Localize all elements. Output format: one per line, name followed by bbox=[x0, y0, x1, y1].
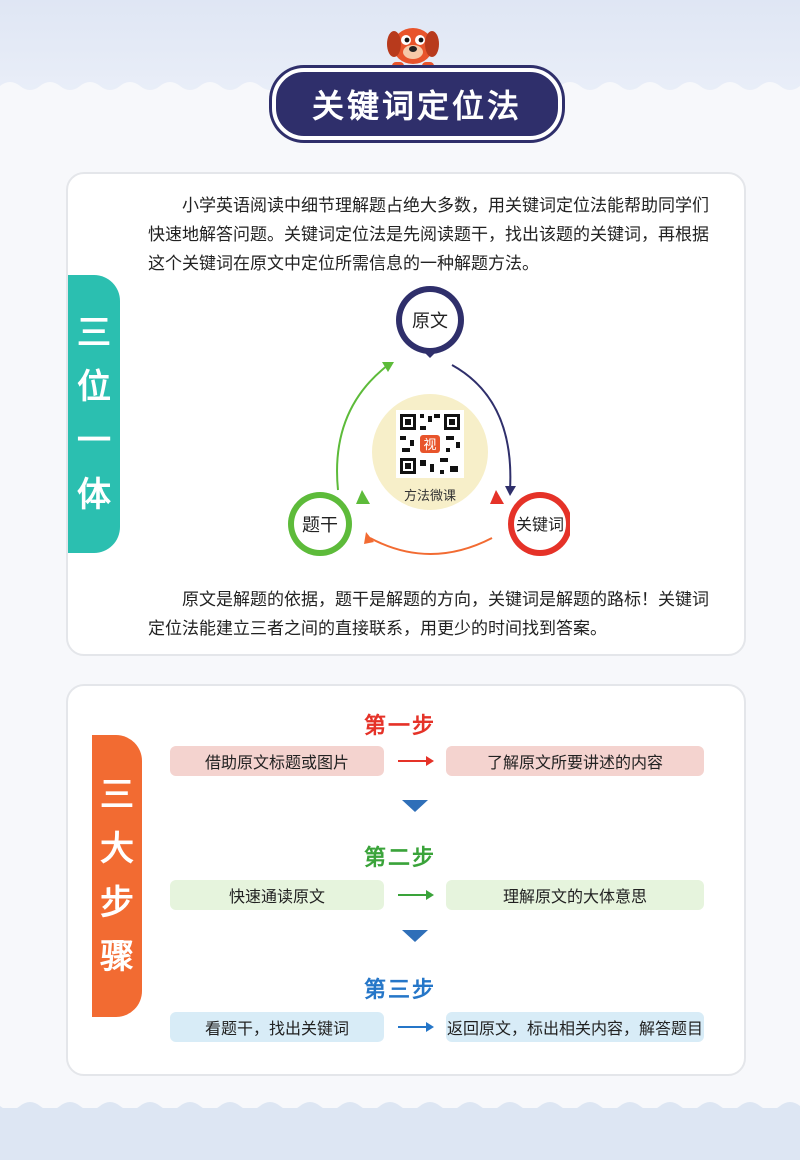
video-badge-icon bbox=[420, 435, 440, 453]
tab-char: 骤 bbox=[100, 937, 134, 977]
summary-paragraph: 原文是解题的依据，题干是解题的方向，关键词是解题的路标！关键词定位法能建立三者之… bbox=[148, 590, 709, 639]
tab-char: 体 bbox=[77, 475, 111, 515]
arrow-down-icon bbox=[402, 800, 428, 812]
step-2-action: 快速通读原文 bbox=[170, 880, 384, 910]
step-1-title: 第一步 bbox=[363, 714, 436, 739]
side-tab-three-steps: 三 大 步 骤 bbox=[92, 735, 142, 1017]
step-3-title: 第三步 bbox=[363, 978, 436, 1003]
tab-char: 一 bbox=[77, 421, 111, 461]
arrow-right-icon bbox=[398, 890, 434, 900]
arc-bottom bbox=[369, 537, 493, 555]
dog-mascot-icon bbox=[387, 28, 439, 72]
node-keyword-label: 关键词 bbox=[516, 515, 564, 534]
node-original-label: 原文 bbox=[412, 311, 448, 332]
step-2-title: 第二步 bbox=[363, 846, 436, 871]
three-element-diagram: 视 方法微课 原文 题干 关键词 bbox=[288, 286, 570, 556]
node-stem-label: 题干 bbox=[302, 515, 338, 536]
center-label: 方法微课 bbox=[404, 488, 456, 504]
intro-paragraph: 小学英语阅读中细节理解题占绝大多数，用关键词定位法能帮助同学们快速地解答问题。关… bbox=[148, 196, 709, 274]
step-1-action: 借助原文标题或图片 bbox=[170, 746, 384, 776]
tab-char: 大 bbox=[100, 829, 134, 869]
tab-char: 三 bbox=[77, 313, 111, 353]
tab-char: 三 bbox=[100, 775, 134, 815]
page-title: 关键词定位法 bbox=[311, 87, 522, 125]
step-1-result: 了解原文所要讲述的内容 bbox=[446, 746, 704, 776]
side-tab-three-in-one: 三 位 一 体 bbox=[68, 275, 120, 553]
video-badge-label: 视 bbox=[423, 438, 436, 453]
step-2-result: 理解原文的大体意思 bbox=[446, 880, 704, 910]
arrow-down-icon bbox=[402, 930, 428, 942]
arrow-right-icon bbox=[398, 756, 434, 766]
tab-char: 位 bbox=[77, 367, 111, 407]
step-3-result: 返回原文，标出相关内容，解答题目 bbox=[446, 1012, 704, 1042]
step-3-action: 看题干，找出关键词 bbox=[170, 1012, 384, 1042]
arrow-right-icon bbox=[398, 1022, 434, 1032]
tab-char: 步 bbox=[100, 883, 134, 923]
page-title-banner: 关键词定位法 bbox=[272, 68, 562, 140]
arc-left bbox=[336, 364, 389, 491]
arc-right bbox=[451, 364, 512, 491]
bottom-band bbox=[0, 1108, 800, 1160]
